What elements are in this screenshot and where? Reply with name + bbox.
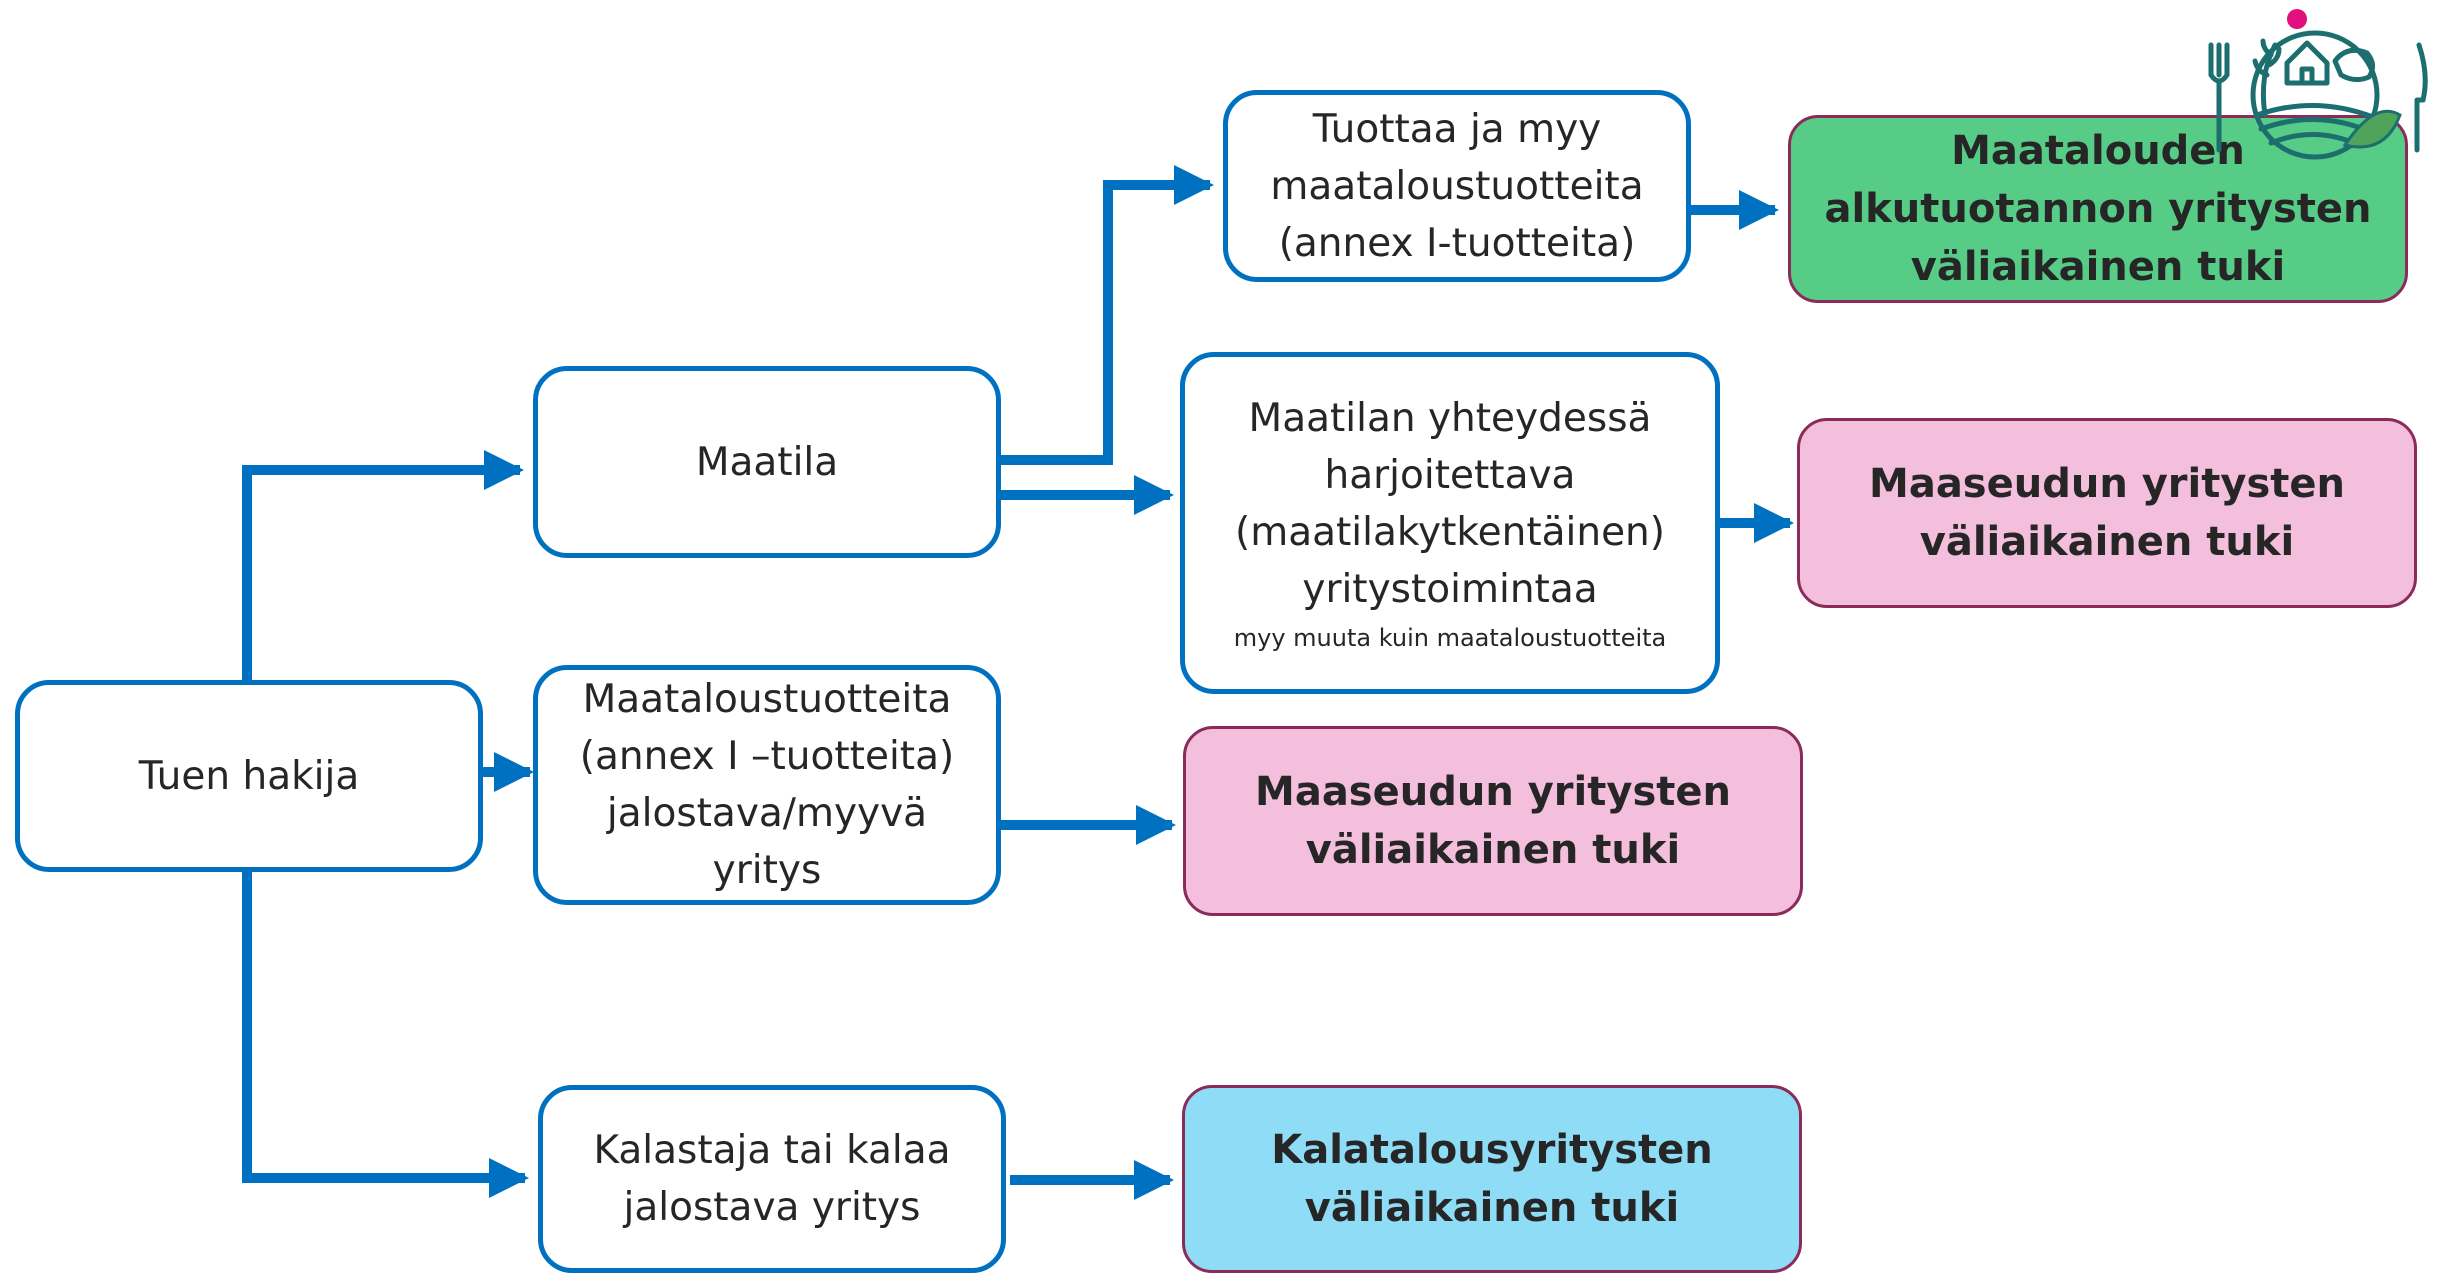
- primary-production-support: Maatalouden alkutuotannon yritysten väli…: [1788, 115, 2408, 303]
- applicant-node: Tuen hakija: [15, 680, 483, 872]
- applicant-label: Tuen hakija: [138, 753, 360, 799]
- farm-business-line-4: yritystoimintaa: [1302, 567, 1598, 612]
- rural-1-line-1: Maaseudun yritysten: [1869, 461, 2345, 507]
- primary-line-1: Maatalouden: [1951, 128, 2245, 174]
- fishery-support: Kalatalousyritysten väliaikainen tuki: [1182, 1085, 1802, 1273]
- farm-business-line-1: Maatilan yhteydessä: [1248, 396, 1652, 441]
- farm-business-line-3: (maatilakytkentäinen): [1234, 510, 1665, 555]
- rural-1-line-2: väliaikainen tuki: [1919, 519, 2295, 565]
- farm-business-node: Maatilan yhteydessä harjoitettava (maati…: [1180, 352, 1720, 694]
- rural-business-support-2: Maaseudun yritysten väliaikainen tuki: [1183, 726, 1803, 916]
- farm-label: Maatila: [695, 439, 839, 485]
- leaf-icon: [2342, 109, 2402, 149]
- produces-line-3: (annex I-tuotteita): [1278, 220, 1636, 266]
- produces-line-1: Tuottaa ja myy: [1312, 106, 1602, 152]
- rural-2-line-2: väliaikainen tuki: [1305, 827, 1681, 873]
- processor-line-4: yritys: [712, 848, 822, 893]
- primary-line-2: alkutuotannon yritysten: [1824, 186, 2372, 232]
- farm-logo-icon: [2208, 9, 2428, 160]
- arrow-applicant-to-fisher: [242, 872, 529, 1198]
- farm-business-note: myy muuta kuin maataloustuotteita: [1233, 624, 1667, 652]
- processor-line-3: jalostava/myyvä: [606, 791, 928, 836]
- arrow-applicant-to-farm: [242, 450, 524, 680]
- processor-node: Maataloustuotteita (annex I –tuotteita) …: [533, 665, 1001, 905]
- fisher-line-2: jalostava yritys: [623, 1185, 921, 1230]
- arrow-farm-to-produces: [1000, 165, 1214, 465]
- fishery-line-1: Kalatalousyritysten: [1271, 1127, 1713, 1173]
- fisher-node: Kalastaja tai kalaa jalostava yritys: [538, 1085, 1006, 1273]
- processor-line-1: Maataloustuotteita: [582, 677, 952, 722]
- produces-node: Tuottaa ja myy maataloustuotteita (annex…: [1223, 90, 1691, 282]
- fisher-line-1: Kalastaja tai kalaa: [593, 1128, 951, 1173]
- produces-line-2: maataloustuotteita: [1270, 163, 1644, 209]
- farm-node: Maatila: [533, 366, 1001, 558]
- rural-2-line-1: Maaseudun yritysten: [1255, 769, 1731, 815]
- primary-line-3: väliaikainen tuki: [1910, 244, 2286, 290]
- farm-business-line-2: harjoitettava: [1324, 453, 1576, 498]
- accent-dot-icon: [2287, 9, 2307, 29]
- processor-line-2: (annex I –tuotteita): [579, 734, 955, 779]
- rural-business-support-1: Maaseudun yritysten väliaikainen tuki: [1797, 418, 2417, 608]
- fishery-line-2: väliaikainen tuki: [1304, 1185, 1680, 1231]
